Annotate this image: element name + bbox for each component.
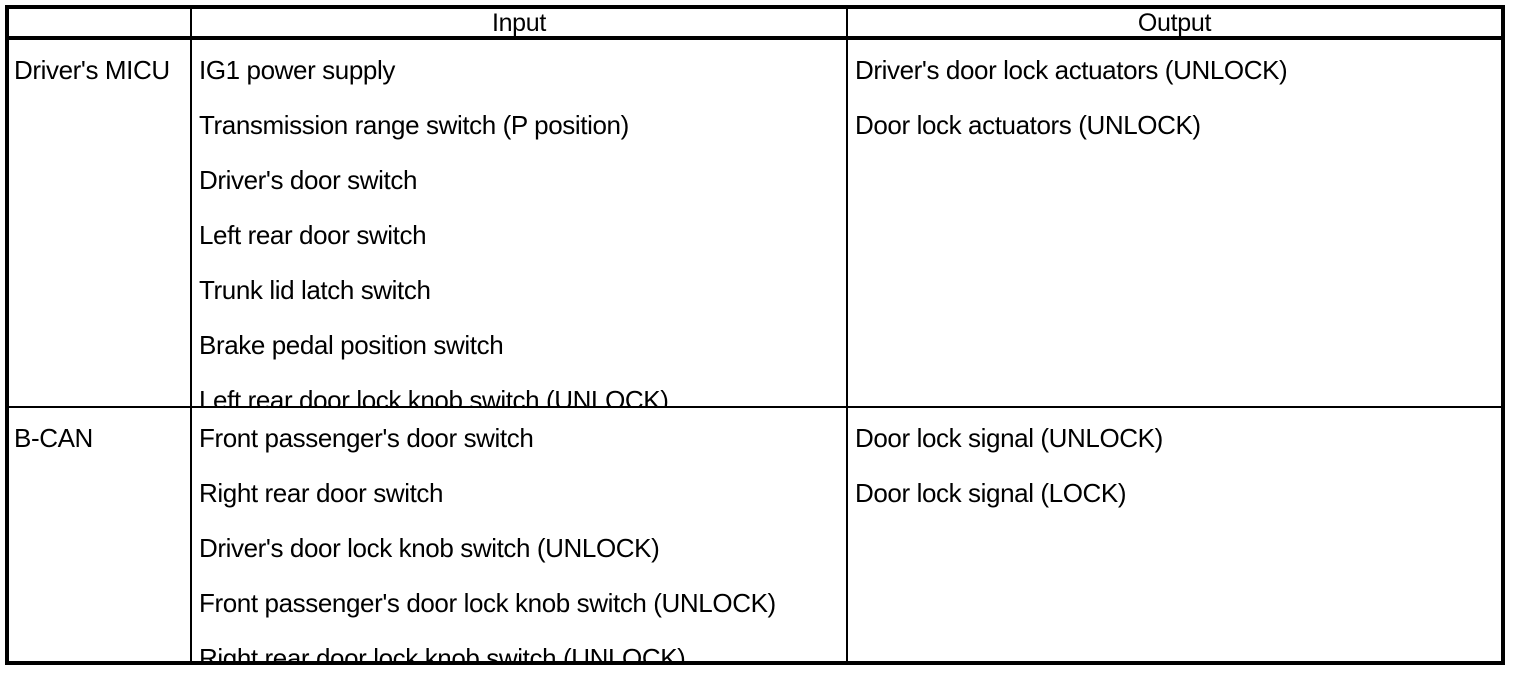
cell-input-items: IG1 power supply Transmission range swit… [192, 40, 846, 406]
list-item: Left rear door switch [199, 220, 427, 250]
table-row: B-CAN Front passenger's door switch Righ… [9, 408, 1501, 661]
list-item: Right rear door lock knob switch (UNLOCK… [199, 643, 686, 661]
output-item-list: Driver's door lock actuators (UNLOCK) Do… [848, 40, 1501, 153]
list-item: Right rear door switch [199, 478, 444, 508]
list-item: Trunk lid latch switch [199, 275, 431, 305]
input-item-list: Front passenger's door switch Right rear… [192, 408, 846, 661]
list-item: Driver's door lock actuators (UNLOCK) [855, 55, 1288, 85]
io-table: Input Output Driver's MICU IG1 power sup… [5, 5, 1505, 665]
column-divider-module-input [190, 40, 192, 406]
column-divider-module-input [190, 9, 192, 36]
list-item: Driver's door switch [199, 165, 418, 195]
cell-output-items: Driver's door lock actuators (UNLOCK) Do… [848, 40, 1501, 406]
cell-input-items: Front passenger's door switch Right rear… [192, 408, 846, 661]
column-divider-input-output [846, 40, 848, 406]
list-item: Front passenger's door switch [199, 423, 534, 453]
input-item-list: IG1 power supply Transmission range swit… [192, 40, 846, 406]
list-item: Door lock signal (UNLOCK) [855, 423, 1163, 453]
module-name-list: B-CAN [9, 408, 190, 466]
table-header-row: Input Output [9, 9, 1501, 40]
list-item: IG1 power supply [199, 55, 395, 85]
header-cell-input: Input [192, 9, 846, 37]
header-cell-output: Output [848, 9, 1501, 37]
list-item: Front passenger's door lock knob switch … [199, 588, 776, 618]
header-cell-module [9, 9, 190, 36]
list-item: Driver's door lock knob switch (UNLOCK) [199, 533, 660, 563]
module-name: B-CAN [14, 423, 93, 453]
list-item: Door lock signal (LOCK) [855, 478, 1127, 508]
output-item-list: Door lock signal (UNLOCK) Door lock sign… [848, 408, 1501, 521]
list-item: Door lock actuators (UNLOCK) [855, 110, 1201, 140]
list-item: Left rear door lock knob switch (UNLOCK) [199, 385, 669, 406]
table-row: Driver's MICU IG1 power supply Transmiss… [9, 40, 1501, 408]
column-divider-input-output [846, 408, 848, 661]
column-divider-module-input [190, 408, 192, 661]
cell-module-name: B-CAN [9, 408, 190, 661]
list-item: Brake pedal position switch [199, 330, 504, 360]
header-label-output: Output [1137, 9, 1212, 37]
list-item: Transmission range switch (P position) [199, 110, 629, 140]
cell-output-items: Door lock signal (UNLOCK) Door lock sign… [848, 408, 1501, 661]
module-name-list: Driver's MICU [9, 40, 190, 98]
header-label-input: Input [491, 9, 547, 37]
module-name: Driver's MICU [14, 55, 170, 85]
cell-module-name: Driver's MICU [9, 40, 190, 406]
column-divider-input-output [846, 9, 848, 36]
header-label-module [9, 9, 190, 10]
